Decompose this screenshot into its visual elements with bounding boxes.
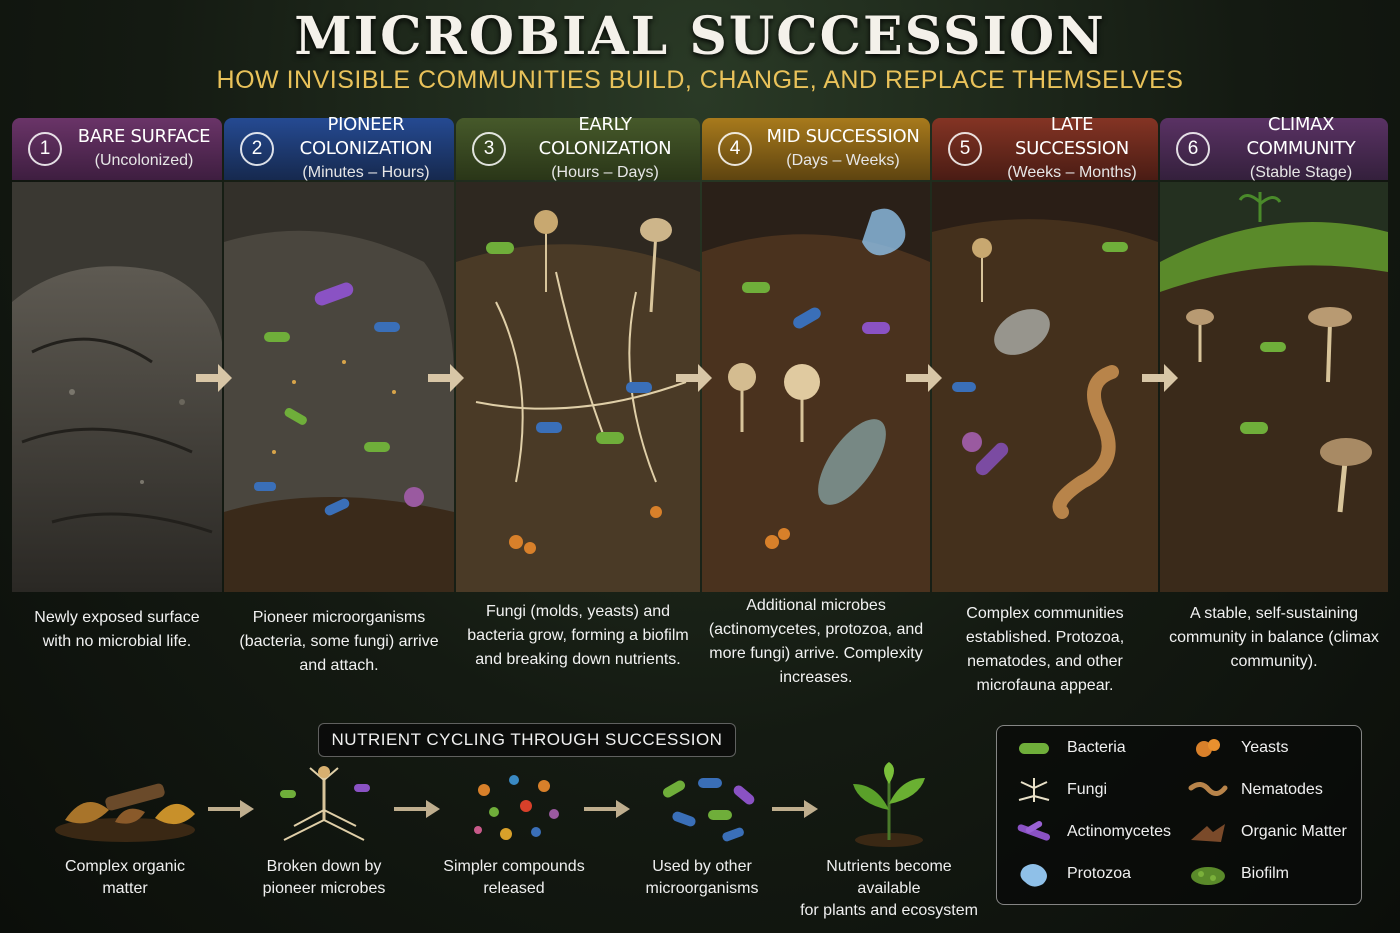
stage-description: Pioneer microorganisms (bacteria, some f… [239, 609, 439, 674]
stage-number-badge: 6 [1176, 132, 1210, 166]
stage-description: Newly exposed surface with no microbial … [34, 609, 200, 650]
stage-number-badge: 3 [472, 132, 506, 166]
organic-matter-icon [55, 783, 195, 842]
stage-2-panel: 2 PIONEER COLONIZATION(Minutes – Hours) … [224, 114, 454, 720]
biofilm-icon [1191, 867, 1225, 885]
stage-1-panel: 1 BARE SURFACE (Uncolonized) Newly expose… [12, 118, 222, 720]
stage-3-illustration [456, 182, 700, 592]
stage-title: MID SUCCESSION [766, 126, 920, 147]
legend-item-protozoa: Protozoa [1013, 856, 1131, 892]
fungi-icon [1018, 778, 1050, 802]
stage-3-panel: 3 EARLY COLONIZATION (Hours – Days) Fungi… [456, 114, 700, 720]
arrow-right-icon [906, 364, 942, 392]
legend-item-actinomycetes: Actinomycetes [1013, 814, 1171, 850]
stage-2-illustration [224, 182, 454, 592]
compounds-icon [474, 775, 559, 840]
legend-item-fungi: Fungi [1013, 772, 1107, 808]
stage-title: LATE SUCCESSION [1015, 114, 1129, 159]
legend-item-biofilm: Biofilm [1187, 856, 1289, 892]
stage-6-header: 6 CLIMAX COMMUNITY (Stable Stage) [1160, 114, 1388, 181]
legend: Bacteria Yeasts Fungi Nematodes Actinomy… [996, 725, 1362, 905]
stage-time: (Stable Stage) [1249, 164, 1353, 181]
legend-item-nematodes: Nematodes [1187, 772, 1323, 808]
fungi-icon [280, 766, 370, 841]
stage-3-header: 3 EARLY COLONIZATION (Hours – Days) [456, 114, 700, 181]
stage-5-panel: 5 LATE SUCCESSION (Weeks – Months) Comple… [932, 114, 1158, 720]
actinomycetes-icon [1017, 821, 1051, 841]
arrow-right-icon [428, 364, 464, 392]
page-title: MICROBIAL SUCCESSION [294, 6, 1106, 67]
page-subtitle: HOW INVISIBLE COMMUNITIES BUILD, CHANGE,… [216, 66, 1184, 94]
stage-title: CLIMAX COMMUNITY [1246, 114, 1356, 159]
stage-5-illustration [932, 182, 1158, 592]
stage-description: Additional microbes (actinomycetes, prot… [708, 597, 924, 686]
arrow-right-icon [208, 800, 254, 818]
stage-time: (Hours – Days) [551, 164, 659, 181]
organic-matter-icon [1191, 824, 1225, 842]
arrow-right-icon [1142, 364, 1178, 392]
bacteria-icon [662, 778, 755, 842]
stage-description: Complex communities established. Protozo… [965, 605, 1125, 694]
plant-sprout-icon [853, 762, 925, 847]
legend-item-organic-matter: Organic Matter [1187, 814, 1347, 850]
stage-time: (Weeks – Months) [1007, 164, 1137, 181]
stage-5-header: 5 LATE SUCCESSION (Weeks – Months) [932, 114, 1158, 181]
legend-item-bacteria: Bacteria [1013, 730, 1126, 766]
stage-number-badge: 1 [28, 132, 62, 166]
stage-title: PIONEER COLONIZATION [299, 114, 433, 159]
stage-time: (Days – Weeks) [786, 152, 900, 169]
stage-6-illustration [1160, 182, 1388, 592]
arrow-right-icon [676, 364, 712, 392]
arrow-right-icon [772, 800, 818, 818]
stage-description: Fungi (molds, yeasts) and bacteria grow,… [467, 603, 689, 668]
stage-number-badge: 2 [240, 132, 274, 166]
stage-description: A stable, self-sustaining community in b… [1169, 605, 1379, 670]
stage-4-panel: 4 MID SUCCESSION (Days – Weeks) Additiona… [702, 118, 930, 720]
arrow-right-icon [196, 364, 232, 392]
nutrient-cycling-label: NUTRIENT CYCLING THROUGH SUCCESSION [318, 723, 736, 757]
arrow-right-icon [394, 800, 440, 818]
legend-item-yeasts: Yeasts [1187, 730, 1288, 766]
arrow-right-icon [584, 800, 630, 818]
stage-title: BARE SURFACE [77, 126, 211, 147]
nematodes-icon [1188, 782, 1228, 796]
stage-title: EARLY COLONIZATION [538, 114, 672, 159]
stage-2-header: 2 PIONEER COLONIZATION (Minutes – Hours) [224, 114, 454, 181]
stage-4-header: 4 MID SUCCESSION (Days – Weeks) [702, 118, 930, 180]
stage-number-badge: 5 [948, 132, 982, 166]
stage-4-illustration [702, 182, 930, 592]
protozoa-icon [1020, 864, 1047, 887]
stage-number-badge: 4 [718, 132, 752, 166]
stage-1-header: 1 BARE SURFACE (Uncolonized) [12, 118, 222, 180]
yeasts-icon [1196, 739, 1220, 757]
bacteria-icon [1019, 743, 1049, 754]
stage-time: (Minutes – Hours) [302, 164, 430, 181]
stage-6-panel: 6 CLIMAX COMMUNITY (Stable Stage) A stabl… [1160, 114, 1388, 720]
stage-1-illustration [12, 182, 222, 592]
stage-time: (Uncolonized) [94, 152, 194, 169]
